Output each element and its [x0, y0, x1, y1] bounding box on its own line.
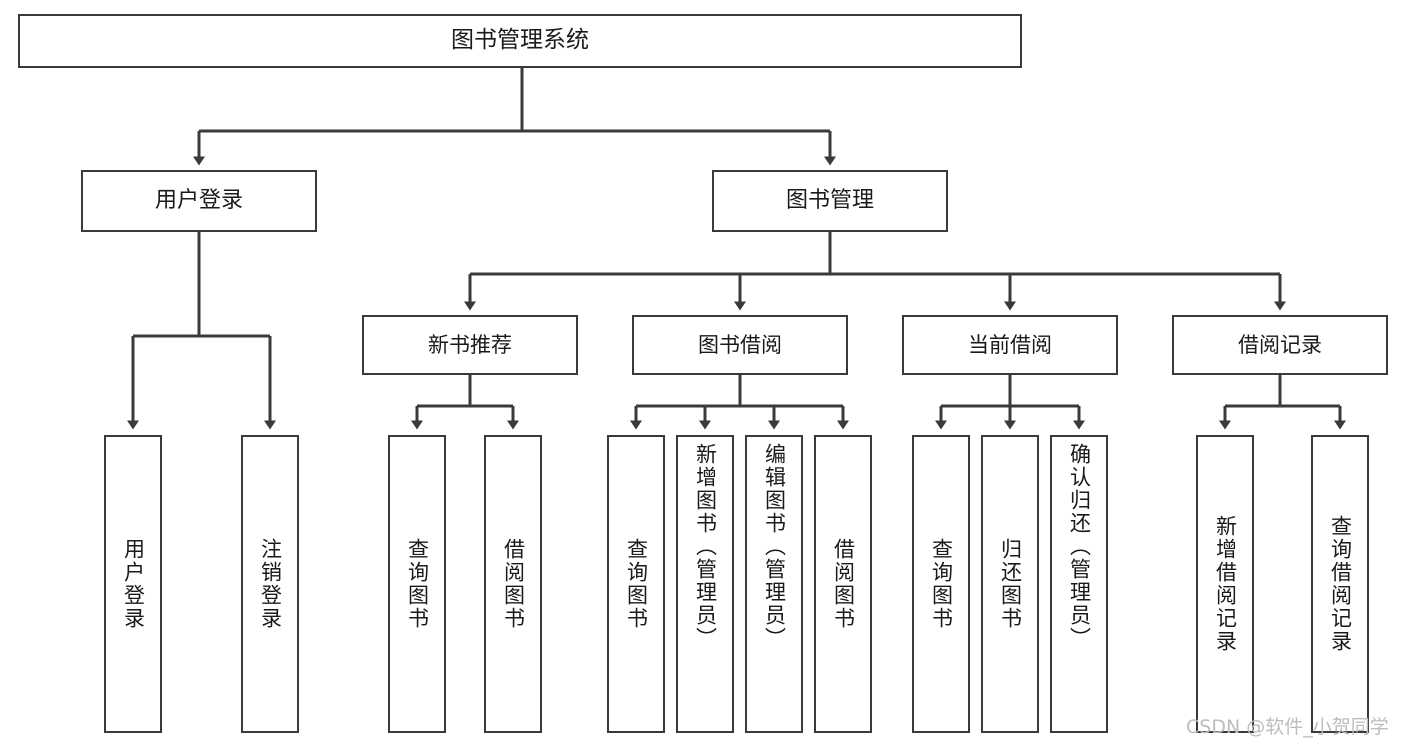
leaf-edit-book-admin[interactable]: 编辑图书（管理员）: [745, 435, 803, 733]
node-root-book-management-system[interactable]: 图书管理系统: [18, 14, 1022, 68]
node-new-book-recommendation[interactable]: 新书推荐: [362, 315, 578, 375]
node-label: 借阅图书: [501, 538, 526, 630]
node-label: 注销登录: [258, 538, 283, 630]
node-user-login[interactable]: 用户登录: [81, 170, 317, 232]
node-label: 查询借阅记录: [1328, 515, 1353, 653]
node-label: 查询图书: [405, 538, 430, 630]
node-label: 图书管理系统: [451, 27, 589, 54]
leaf-query-books-recommend[interactable]: 查询图书: [388, 435, 446, 733]
leaf-add-book-admin[interactable]: 新增图书（管理员）: [676, 435, 734, 733]
node-borrow-records[interactable]: 借阅记录: [1172, 315, 1388, 375]
node-label: 图书管理: [785, 188, 874, 214]
leaf-add-borrow-record[interactable]: 新增借阅记录: [1196, 435, 1254, 733]
node-label: 新增借阅记录: [1213, 515, 1238, 653]
node-current-borrowing[interactable]: 当前借阅: [902, 315, 1118, 375]
node-label: 归还图书: [998, 538, 1023, 630]
leaf-logout[interactable]: 注销登录: [241, 435, 299, 733]
node-label: 借阅图书: [831, 538, 856, 630]
csdn-watermark: CSDN @软件_小贺同学: [1186, 716, 1389, 738]
node-book-borrowing[interactable]: 图书借阅: [632, 315, 848, 375]
leaf-borrow-books-recommend[interactable]: 借阅图书: [484, 435, 542, 733]
node-label: 借阅记录: [1238, 332, 1322, 357]
node-label: 查询图书: [624, 538, 649, 630]
leaf-borrow-books[interactable]: 借阅图书: [814, 435, 872, 733]
node-label: 查询图书: [929, 538, 954, 630]
leaf-return-books[interactable]: 归还图书: [981, 435, 1039, 733]
node-label: 确认归还（管理员）: [1067, 443, 1092, 650]
leaf-confirm-return-admin[interactable]: 确认归还（管理员）: [1050, 435, 1108, 733]
node-label: 图书借阅: [698, 332, 782, 357]
leaf-query-books-current[interactable]: 查询图书: [912, 435, 970, 733]
leaf-query-borrow-record[interactable]: 查询借阅记录: [1311, 435, 1369, 733]
node-label: 新增图书（管理员）: [693, 443, 718, 650]
leaf-user-login[interactable]: 用户登录: [104, 435, 162, 733]
node-book-management[interactable]: 图书管理: [712, 170, 948, 232]
leaf-query-books-borrow[interactable]: 查询图书: [607, 435, 665, 733]
node-label: 用户登录: [121, 538, 146, 630]
node-label: 当前借阅: [968, 332, 1052, 357]
node-label: 编辑图书（管理员）: [762, 443, 787, 650]
node-label: 用户登录: [154, 188, 243, 214]
node-label: 新书推荐: [428, 332, 512, 357]
